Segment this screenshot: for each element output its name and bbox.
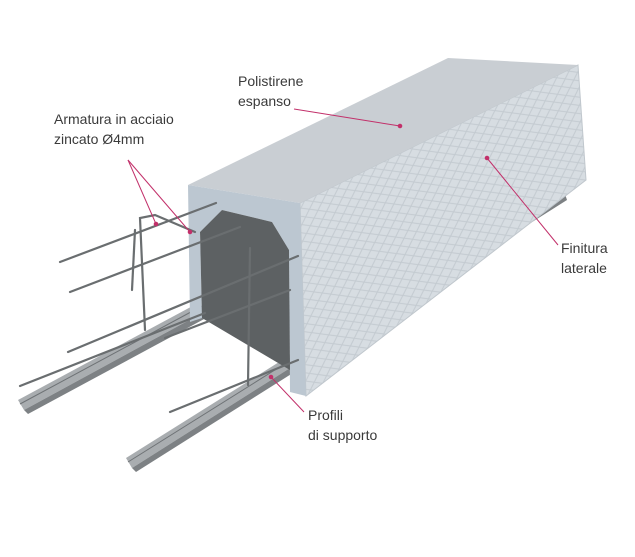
polystyrene-label-line1: Polistirene xyxy=(238,73,304,89)
rebar-label: Armatura in acciaio zincato Ø4mm xyxy=(54,109,174,149)
left-support-profile xyxy=(18,302,206,414)
cavity xyxy=(200,210,290,370)
side-finish-face xyxy=(299,64,587,397)
side-finish-label-line1: Finitura xyxy=(561,240,608,256)
front-face xyxy=(188,185,306,396)
rebar-label-line1: Armatura in acciaio xyxy=(54,111,174,127)
profiles-label: Profili di supporto xyxy=(308,405,377,445)
profiles-label-line2: di supporto xyxy=(308,427,378,443)
profiles-label-line1: Profili xyxy=(308,407,344,423)
side-finish-label: Finitura laterale xyxy=(561,238,608,278)
polystyrene-label: Polistirene espanso xyxy=(238,71,303,111)
rebar-label-line2: zincato Ø4mm xyxy=(54,131,145,147)
side-finish-label-line2: laterale xyxy=(561,260,607,276)
rebar-cage xyxy=(18,201,300,414)
polystyrene-label-line2: espanso xyxy=(238,93,291,109)
leader-lines xyxy=(127,108,559,413)
top-face xyxy=(188,58,578,203)
